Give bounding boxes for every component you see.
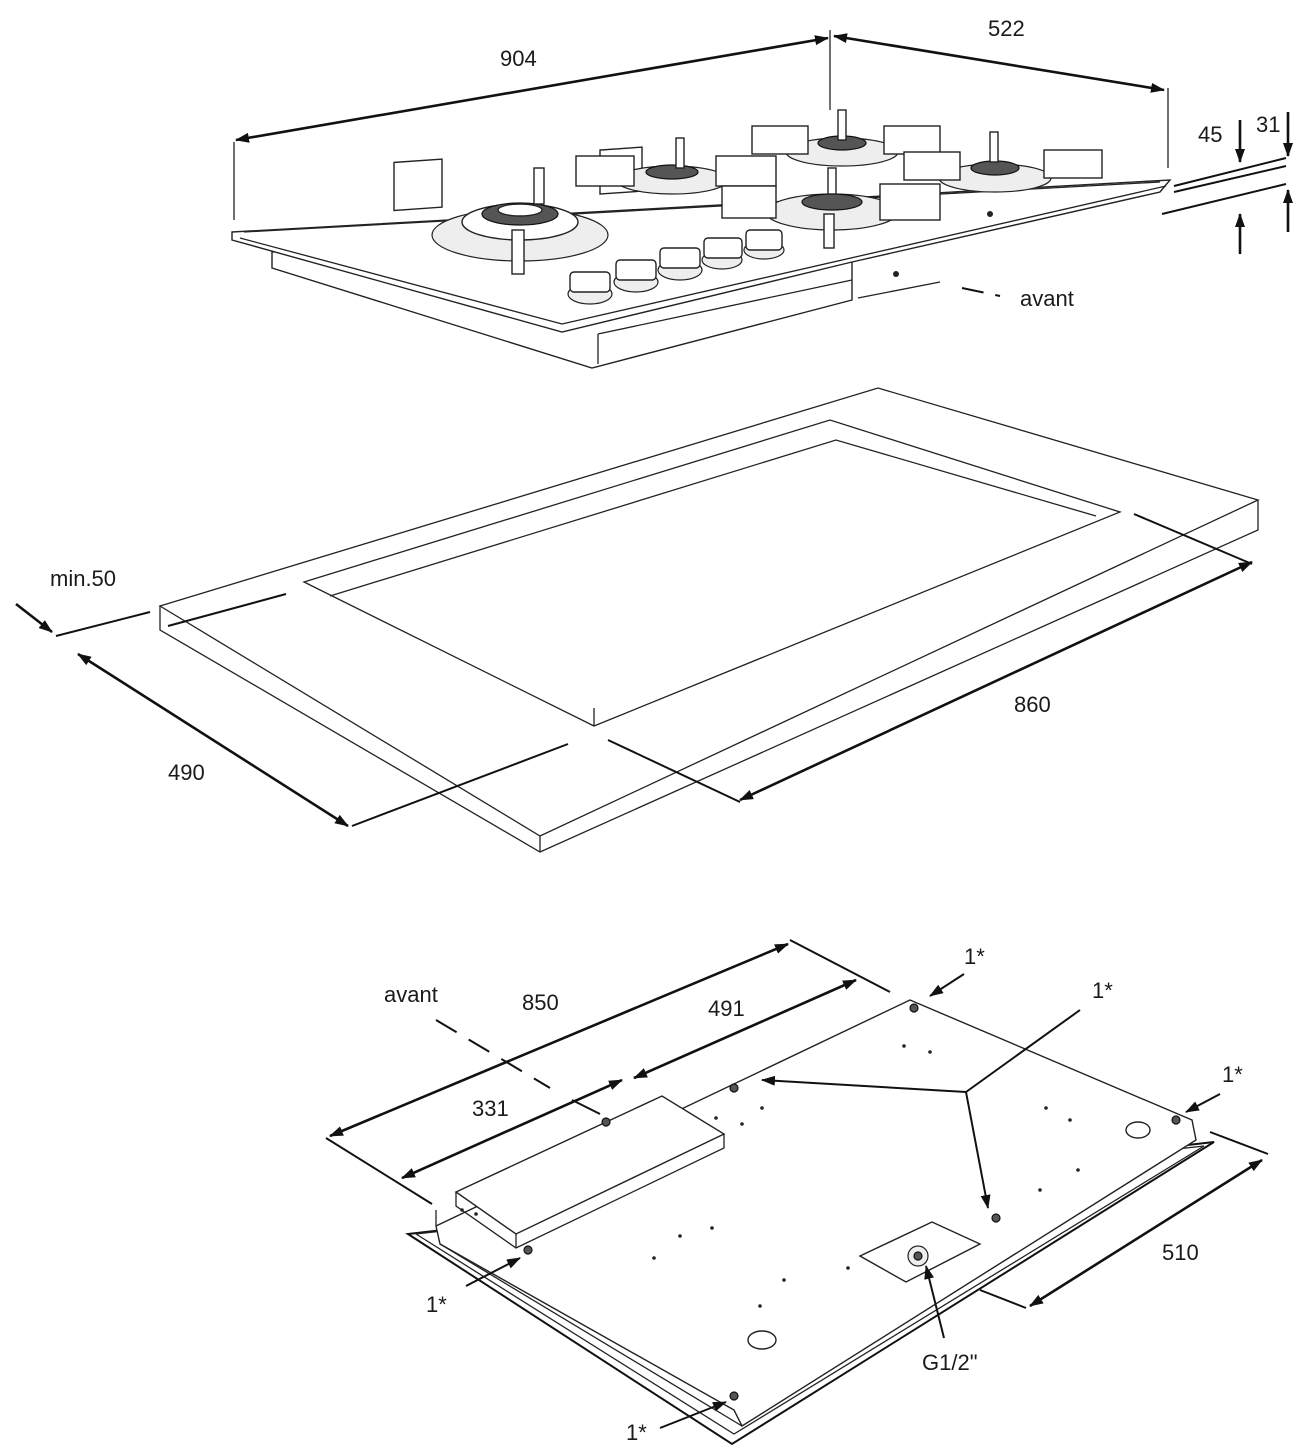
label-spacing-a: 491 [708, 996, 745, 1021]
dimension-line-spacing-b [401, 1078, 623, 1180]
dimension-line-spacing-a [633, 978, 857, 1080]
height-profile-top [1173, 157, 1287, 187]
dimension-line-cutout-width [739, 560, 1253, 802]
min-distance-guide [55, 611, 151, 637]
dimension-line-width [235, 35, 829, 143]
label-min-distance: min.50 [50, 566, 116, 591]
arrow-min-distance [15, 602, 53, 634]
label-fixing-top: 1* [964, 944, 985, 969]
cutout-view: min.50 490 860 [15, 387, 1260, 853]
label-hob-front: avant [1020, 286, 1074, 311]
label-spacing-b: 331 [472, 1096, 509, 1121]
hob-view: 904 522 45 31 avant [231, 16, 1293, 369]
glass-edge-front [239, 185, 1167, 325]
label-fixing-bottom: 1* [626, 1420, 647, 1445]
burner-right [903, 131, 1103, 193]
cutout-inner [329, 439, 1097, 597]
label-height-total: 45 [1198, 122, 1222, 147]
label-hob-depth: 522 [988, 16, 1025, 41]
label-fixing-center: 1* [1092, 978, 1113, 1003]
control-knobs [567, 229, 785, 305]
label-fixing-right: 1* [1222, 1062, 1243, 1087]
worktop-top [158, 387, 1260, 837]
cutout-outer [302, 419, 1122, 727]
label-overall: 850 [522, 990, 559, 1015]
label-fixing-left: 1* [426, 1292, 447, 1317]
burner-rear-center [751, 109, 941, 167]
hob-body-edge [597, 279, 853, 335]
dimension-line-depth [833, 33, 1165, 93]
dimension-line-cutout-depth [77, 652, 349, 828]
label-hob-width: 904 [500, 46, 537, 71]
label-underside-depth: 510 [1162, 1240, 1199, 1265]
dimension-line-underside-depth [1029, 1158, 1263, 1308]
label-gas-connection: G1/2" [922, 1350, 978, 1375]
underside-base [435, 999, 1197, 1428]
burner-front-center [721, 167, 941, 249]
label-cutout-depth: 490 [168, 760, 205, 785]
label-height-glass: 31 [1256, 112, 1280, 137]
burner-rear-left [575, 137, 777, 195]
underside-view: 850 491 331 510 avant 1* 1* 1* 1* 1* G1/… [325, 939, 1269, 1446]
label-cutout-width: 860 [1014, 692, 1051, 717]
front-indicator [435, 1019, 551, 1089]
front-marker-dot [893, 271, 899, 277]
worktop-thickness [159, 500, 1259, 853]
label-underside-front: avant [384, 982, 438, 1007]
